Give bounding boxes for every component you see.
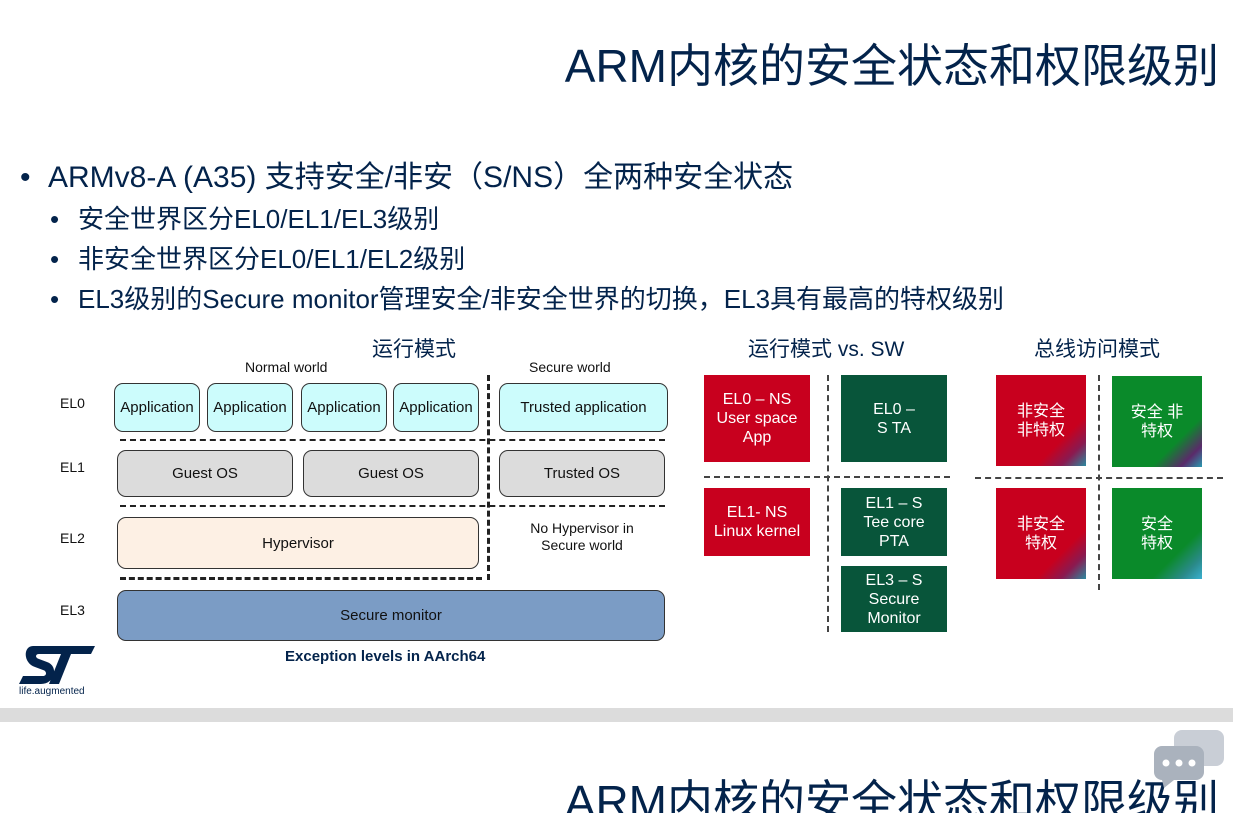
level-el2: EL2 xyxy=(60,530,85,546)
diagram3-vertical-divider xyxy=(1098,375,1100,590)
logo-tagline: life.augmented xyxy=(19,686,85,697)
bullet-2: •安全世界区分EL0/EL1/EL3级别 xyxy=(50,204,440,234)
bullet-1: •ARMv8-A (A35) 支持安全/非安（S/NS）全两种安全状态 xyxy=(20,161,794,194)
el3-s-tile: EL3 – S Secure Monitor xyxy=(841,566,947,632)
el1-s-tile: EL1 – S Tee core PTA xyxy=(841,488,947,556)
application-box-2: Application xyxy=(207,383,293,432)
diagram3-header: 总线访问模式 xyxy=(1034,338,1160,361)
slide-2: ARM内核的安全状态和权限级别 xyxy=(0,722,1233,813)
trusted-os-box: Trusted OS xyxy=(499,450,665,497)
application-box-3: Application xyxy=(301,383,387,432)
diagram3-horizontal-divider xyxy=(975,477,1223,479)
s-nonpriv-tile: 安全 非特权 xyxy=(1112,376,1202,467)
chat-bubble-icon xyxy=(1152,730,1226,790)
st-logo-mark-icon xyxy=(19,646,95,684)
hypervisor-box: Hypervisor xyxy=(117,517,479,569)
el1-el2-divider xyxy=(120,505,665,507)
ns-nonpriv-tile: 非安全 非特权 xyxy=(996,375,1086,466)
guest-os-box-1: Guest OS xyxy=(117,450,293,497)
diagram2-vertical-divider xyxy=(827,375,829,632)
diagram1-header: 运行模式 xyxy=(372,338,456,361)
world-divider xyxy=(487,375,490,580)
el2-el3-divider xyxy=(120,577,482,580)
normal-world-label: Normal world xyxy=(245,359,328,375)
diagram2-horizontal-divider xyxy=(704,476,950,478)
no-hypervisor-note: No Hypervisor in Secure world xyxy=(530,520,634,553)
slide-separator xyxy=(0,708,1233,722)
el0-el1-divider xyxy=(120,439,665,441)
trusted-application-box: Trusted application xyxy=(499,383,668,432)
s-priv-tile: 安全 特权 xyxy=(1112,488,1202,579)
slide-title: ARM内核的安全状态和权限级别 xyxy=(564,40,1219,92)
level-el3: EL3 xyxy=(60,602,85,618)
application-box-1: Application xyxy=(114,383,200,432)
el1-ns-tile: EL1- NS Linux kernel xyxy=(704,488,810,556)
st-logo: life.augmented xyxy=(19,646,99,698)
level-el0: EL0 xyxy=(60,395,85,411)
el0-ns-tile: EL0 – NS User space App xyxy=(704,375,810,462)
level-el1: EL1 xyxy=(60,459,85,475)
el0-s-tile: EL0 – S TA xyxy=(841,375,947,462)
bullet-3: •非安全世界区分EL0/EL1/EL2级别 xyxy=(50,244,466,274)
ns-priv-tile: 非安全 特权 xyxy=(996,488,1086,579)
guest-os-box-2: Guest OS xyxy=(303,450,479,497)
diagram2-header: 运行模式 vs. SW xyxy=(748,338,905,361)
bullet-4: •EL3级别的Secure monitor管理安全/非安全世界的切换，EL3具有… xyxy=(50,284,1005,314)
application-box-4: Application xyxy=(393,383,479,432)
secure-monitor-box: Secure monitor xyxy=(117,590,665,641)
slide-1: ARM内核的安全状态和权限级别 •ARMv8-A (A35) 支持安全/非安（S… xyxy=(19,40,1223,698)
secure-world-label: Secure world xyxy=(529,359,611,375)
diagram-caption: Exception levels in AArch64 xyxy=(285,648,486,665)
slide-2-title: ARM内核的安全状态和权限级别 xyxy=(564,776,1219,813)
